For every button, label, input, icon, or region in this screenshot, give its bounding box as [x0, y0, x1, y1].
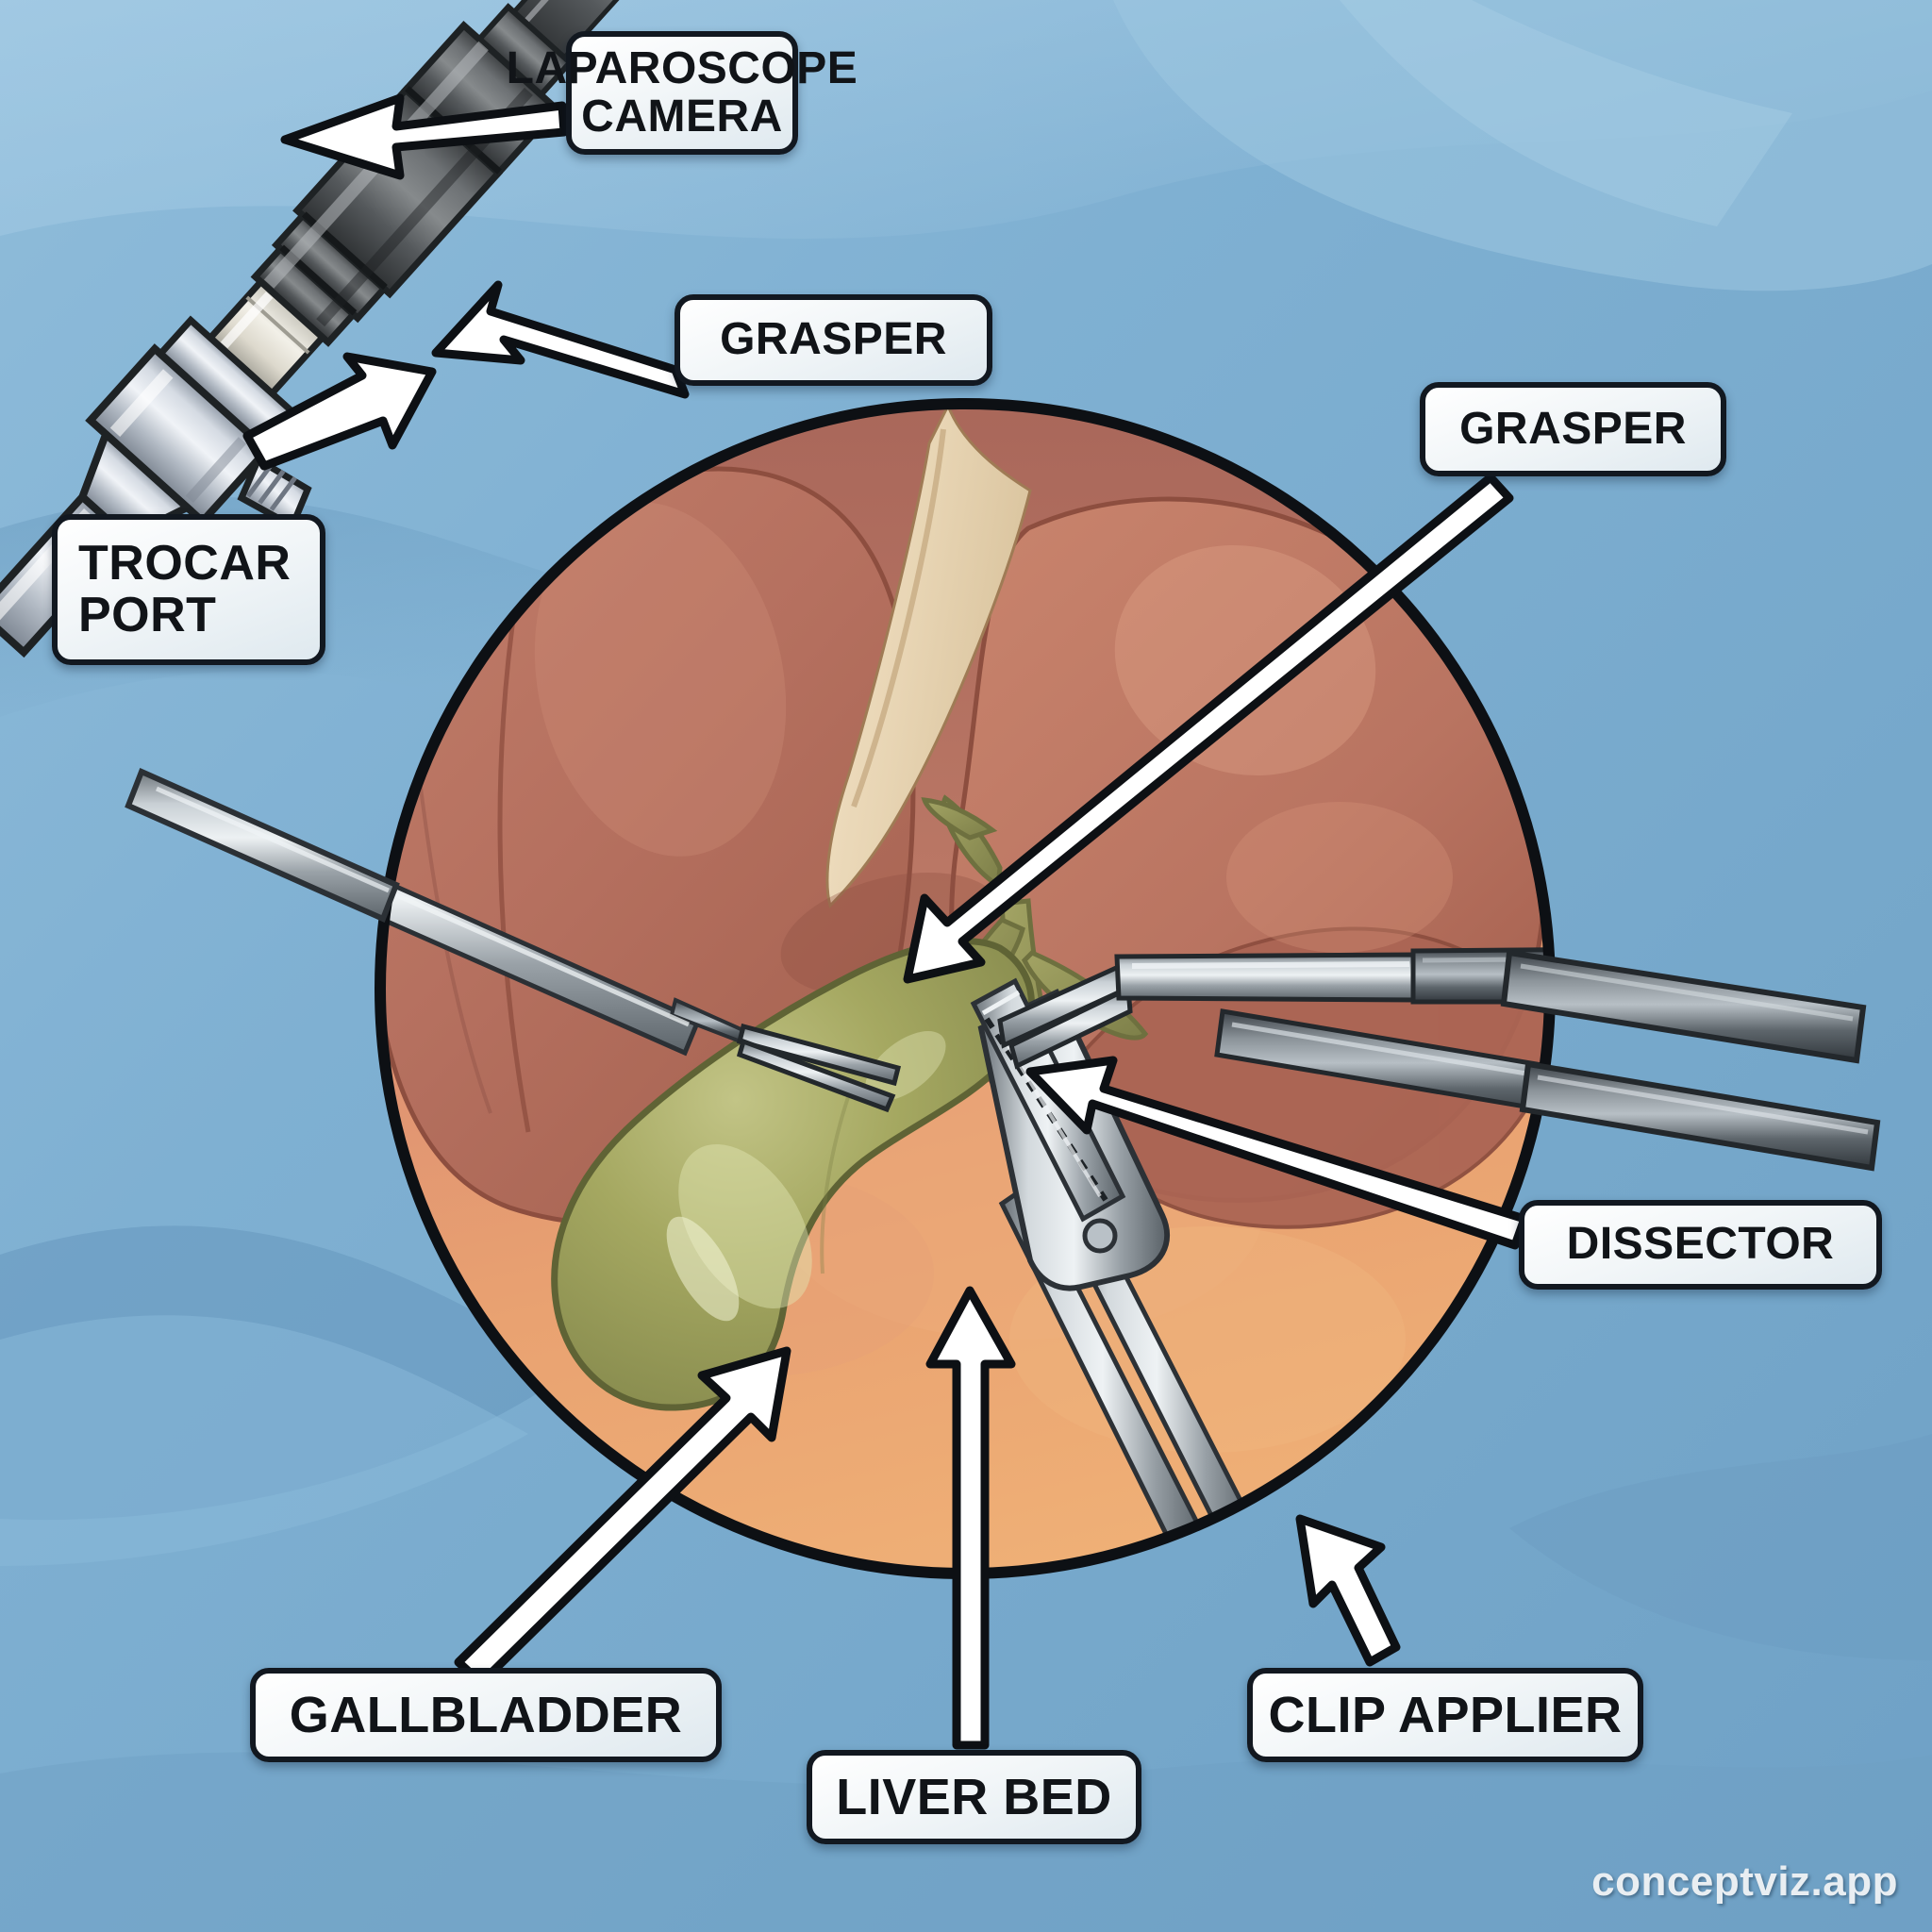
falciform-ligament	[825, 404, 1032, 908]
dissector-shaft-external	[1519, 1060, 1881, 1172]
label-gallbladder[interactable]: GALLBLADDER	[250, 1668, 722, 1762]
arrow-dissector	[1025, 1056, 1529, 1250]
arrow-gallbladder	[454, 1346, 791, 1688]
clip-applier-instrument	[970, 977, 1258, 1557]
label-grasper-right[interactable]: GRASPER	[1420, 382, 1726, 476]
arrow-grasper-upper	[431, 280, 690, 399]
label-liver-bed[interactable]: LIVER BED	[807, 1750, 1141, 1844]
grasper-left-shaft-external	[125, 767, 400, 924]
grasper-right-shaft-external	[1500, 949, 1867, 1064]
arrow-liver-bed	[925, 1286, 1016, 1750]
trocar-port-housing	[0, 315, 312, 658]
arrow-trocar-port	[242, 352, 437, 471]
label-dissector[interactable]: DISSECTOR	[1519, 1200, 1882, 1290]
label-grasper-upper[interactable]: GRASPER	[675, 294, 992, 386]
label-clip-applier[interactable]: CLIP APPLIER	[1247, 1668, 1643, 1762]
watermark: conceptviz.app	[1591, 1858, 1898, 1905]
laparoscopic-view-circle	[375, 398, 1556, 1579]
laparoscope-trocar-assembly	[0, 0, 719, 658]
annotation-arrows	[242, 93, 1529, 1750]
arrow-grasper-right	[903, 473, 1514, 984]
arrow-clip-applier	[1295, 1514, 1401, 1667]
label-laparoscope-camera[interactable]: LAPAROSCOPE CAMERA	[507, 31, 858, 155]
grasper-left-instrument	[380, 770, 902, 1113]
arrow-laparoscope-camera	[280, 93, 569, 180]
label-trocar-port[interactable]: TROCAR PORT	[52, 514, 325, 665]
gallbladder	[551, 938, 1035, 1411]
